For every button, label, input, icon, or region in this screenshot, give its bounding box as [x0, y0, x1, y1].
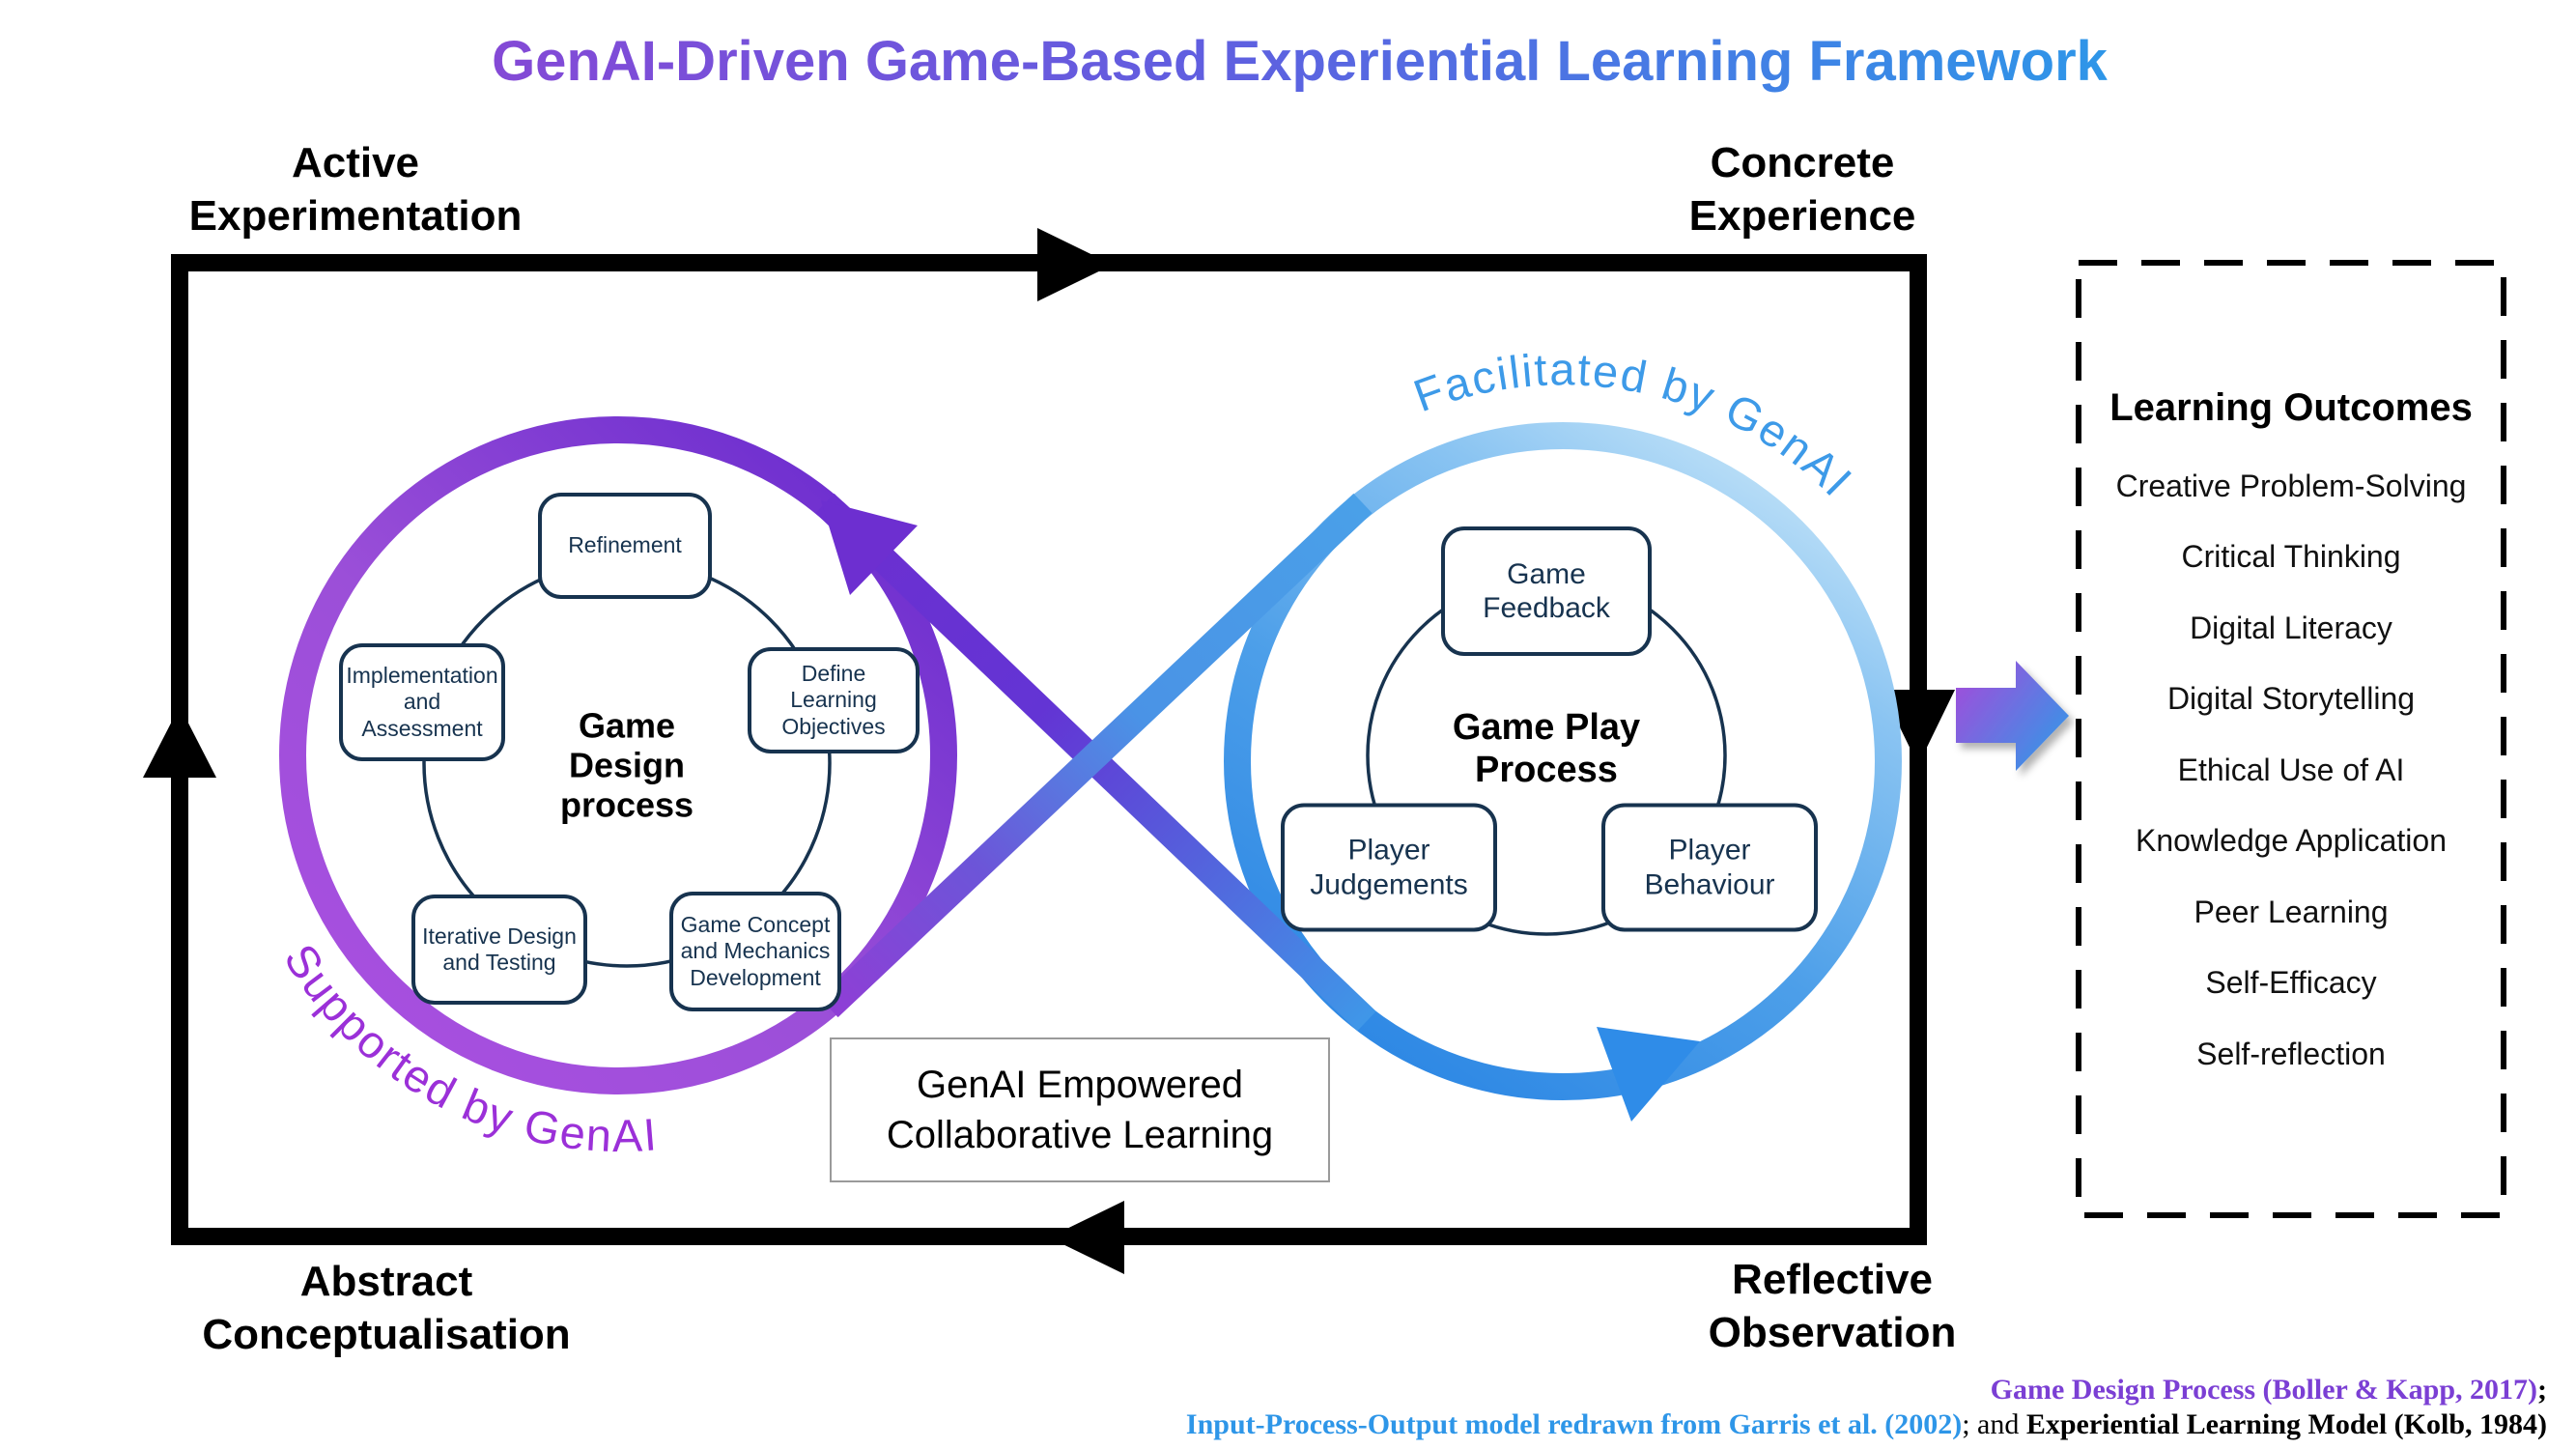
outcome-item: Creative Problem-Solving — [2115, 469, 2467, 503]
node-implementation-assessment: Implementation and Assessment — [339, 643, 505, 761]
genai-collaborative-learning-box: GenAI Empowered Collaborative Learning — [830, 1037, 1330, 1182]
outcome-item: Critical Thinking — [2181, 539, 2401, 574]
outcome-item: Self-Efficacy — [2205, 965, 2377, 1000]
cycle-arrow-down-icon — [1882, 690, 1955, 765]
node-define-learning-objectives: Define Learning Objectives — [748, 647, 920, 753]
node-refinement: Refinement — [538, 493, 712, 599]
node-game-concept-mechanics: Game Concept and Mechanics Development — [669, 892, 841, 1011]
cycle-arrow-up-icon — [143, 706, 216, 778]
citation-kolb: Experiential Learning Model (Kolb, 1984) — [2025, 1408, 2547, 1440]
design-loop-arrowhead-icon — [821, 500, 918, 595]
cycle-arrow-left-icon — [1049, 1201, 1124, 1274]
outcome-item: Digital Literacy — [2190, 611, 2392, 645]
citation-line-1: Game Design Process (Boller & Kapp, 2017… — [1990, 1374, 2547, 1406]
node-player-behaviour: Player Behaviour — [1601, 803, 1818, 932]
learning-outcomes-title: Learning Outcomes — [2109, 386, 2473, 429]
infinity-cross-segment-blue — [819, 493, 1373, 1018]
outcome-item: Digital Storytelling — [2166, 681, 2416, 716]
label-active-experimentation: Active Experimentation — [188, 139, 523, 240]
label-concrete-experience: Concrete Experience — [1688, 139, 1916, 240]
node-game-feedback: Game Feedback — [1441, 526, 1652, 656]
design-loop-ring — [279, 416, 957, 1094]
outcome-item: Self-reflection — [2196, 1037, 2386, 1071]
label-abstract-conceptualisation: Abstract Conceptualisation — [202, 1258, 571, 1358]
cycle-arrow-right-icon — [1037, 228, 1113, 301]
facilitated-by-genai-label: Facilitated by GenAI — [1407, 343, 1863, 506]
learning-outcomes-panel: Learning Outcomes Creative Problem-Solvi… — [2079, 263, 2504, 1215]
learning-outcomes-frame — [2076, 260, 2506, 1218]
citation-input-process-output: Input-Process-Output model redrawn from … — [1185, 1408, 1963, 1440]
node-player-judgements: Player Judgements — [1281, 803, 1497, 932]
play-loop-title: Game Play Process — [1452, 706, 1641, 790]
outcomes-arrow-icon — [1956, 661, 2069, 771]
label-reflective-observation: Reflective Observation — [1708, 1256, 1957, 1356]
outcome-item: Peer Learning — [2194, 895, 2389, 929]
citation-line-2: Input-Process-Output model redrawn from … — [1185, 1408, 2547, 1440]
play-loop-ring — [1224, 422, 1902, 1100]
outcome-item: Ethical Use of AI — [2177, 753, 2405, 787]
outcome-item: Knowledge Application — [2135, 823, 2447, 858]
citation-game-design: Game Design Process (Boller & Kapp, 2017… — [1990, 1374, 2537, 1406]
page-title: GenAI-Driven Game-Based Experiential Lea… — [492, 30, 2108, 93]
design-loop-title: Game Design process — [559, 705, 694, 825]
node-iterative-design-testing: Iterative Design and Testing — [411, 895, 587, 1005]
play-loop-arrowhead-icon — [1597, 1027, 1700, 1122]
